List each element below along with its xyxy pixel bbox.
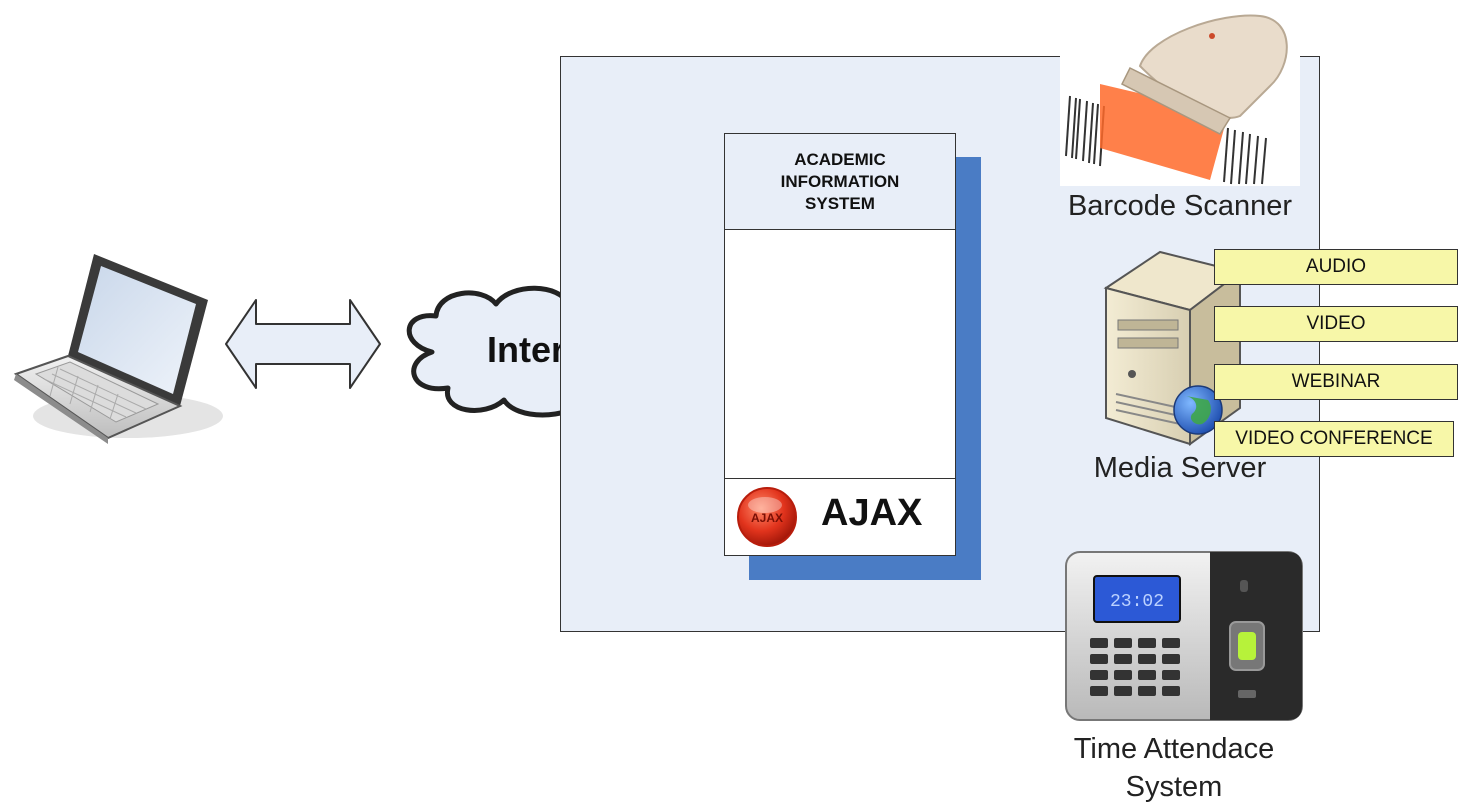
double-arrow-icon	[225, 299, 381, 389]
ajax-badge-icon: AJAX	[737, 487, 797, 547]
laptop-icon	[13, 254, 223, 444]
media-tag-audio: AUDIO	[1214, 249, 1458, 285]
media-server-icon	[1103, 250, 1243, 446]
ajax-label: AJAX	[821, 492, 923, 534]
ais-footer: AJAX AJAX	[725, 478, 955, 555]
time-attendance-caption: Time Attendace System	[1073, 733, 1275, 802]
media-tag-video-conference: VIDEO CONFERENCE	[1214, 421, 1454, 457]
barcode-scanner-icon	[1060, 14, 1300, 186]
media-tag-webinar: WEBINAR	[1214, 364, 1458, 400]
time-attendance-device-icon: 23:02	[1065, 551, 1303, 721]
academic-information-system-panel: ACADEMIC INFORMATION SYSTEM AJAX AJAX	[724, 133, 956, 556]
barcode-scanner-caption: Barcode Scanner	[1067, 190, 1293, 222]
ais-title: ACADEMIC INFORMATION SYSTEM	[725, 134, 955, 230]
media-server-caption: Media Server	[1093, 452, 1267, 484]
attendance-clock-readout: 23:02	[1110, 592, 1164, 612]
ajax-badge-text: AJAX	[751, 511, 783, 525]
media-tag-video: VIDEO	[1214, 306, 1458, 342]
